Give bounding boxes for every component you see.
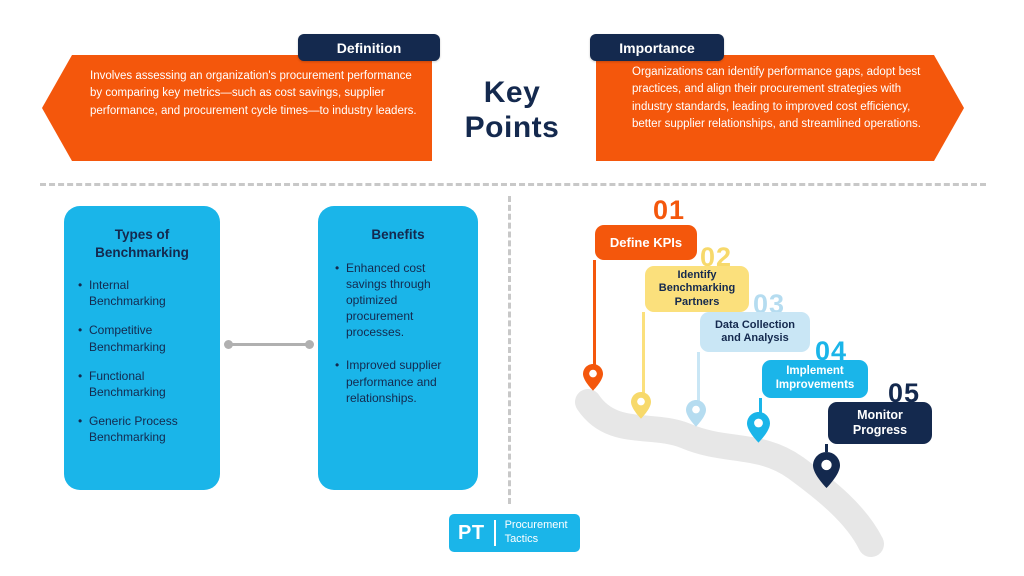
importance-label: Importance bbox=[590, 34, 724, 61]
step-4-stem bbox=[759, 398, 762, 414]
definition-banner: Definition Involves assessing an organiz… bbox=[42, 34, 440, 161]
importance-text: Organizations can identify performance g… bbox=[632, 66, 921, 130]
vertical-dashed-divider bbox=[508, 196, 511, 504]
procurement-tactics-logo: PT Procurement Tactics bbox=[449, 514, 580, 552]
step-4-label: Implement Improvements bbox=[762, 360, 868, 398]
step-2-label: Identify Benchmarking Partners bbox=[645, 266, 749, 312]
list-item: Competitive Benchmarking bbox=[77, 322, 207, 354]
road-path-graphic bbox=[575, 389, 884, 557]
benefits-card-title: Benefits bbox=[371, 227, 425, 242]
importance-banner: Importance Organizations can identify pe… bbox=[590, 34, 964, 161]
list-item: Enhanced cost savings through optimized … bbox=[334, 260, 462, 341]
definition-label: Definition bbox=[298, 34, 440, 61]
list-item: Functional Benchmarking bbox=[77, 368, 207, 400]
definition-banner-arrow-shape bbox=[42, 55, 432, 161]
logo-name-line1: Procurement bbox=[504, 519, 568, 532]
page-title: Key Points bbox=[464, 76, 560, 144]
step-2-stem bbox=[642, 312, 645, 394]
types-of-benchmarking-card: Types of Benchmarking Internal Benchmark… bbox=[64, 206, 220, 490]
types-card-title: Types of Benchmarking bbox=[95, 227, 189, 260]
map-pin-icon bbox=[631, 392, 651, 419]
horizontal-dashed-divider bbox=[40, 183, 986, 186]
list-item: Improved supplier performance and relati… bbox=[334, 357, 462, 406]
step-3-label: Data Collection and Analysis bbox=[700, 312, 810, 352]
types-card-list: Internal Benchmarking Competitive Benchm… bbox=[77, 277, 207, 446]
definition-text: Involves assessing an organization's pro… bbox=[90, 70, 417, 117]
step-1-stem bbox=[593, 260, 596, 366]
benefits-card-list: Enhanced cost savings through optimized … bbox=[334, 260, 462, 407]
step-1-label: Define KPIs bbox=[595, 225, 697, 260]
step-3-stem bbox=[697, 352, 700, 402]
benefits-card: Benefits Enhanced cost savings through o… bbox=[318, 206, 478, 490]
logo-name: Procurement Tactics bbox=[505, 519, 568, 547]
connector-line bbox=[228, 343, 310, 346]
logo-initials: PT bbox=[458, 521, 485, 544]
map-pin-icon bbox=[813, 452, 840, 488]
map-pin-icon bbox=[583, 364, 603, 391]
roadmap-section: 01 Define KPIs 02 Identify Benchmarking … bbox=[510, 190, 1015, 568]
map-pin-icon bbox=[747, 412, 770, 443]
card-connector bbox=[224, 340, 314, 349]
step-5-stem bbox=[825, 444, 828, 452]
logo-separator bbox=[493, 520, 496, 546]
connector-dot bbox=[305, 340, 314, 349]
map-pin-icon bbox=[686, 400, 706, 427]
list-item: Generic Process Benchmarking bbox=[77, 413, 207, 445]
step-5-label: Monitor Progress bbox=[828, 402, 932, 444]
list-item: Internal Benchmarking bbox=[77, 277, 207, 309]
step-1-number: 01 bbox=[653, 195, 686, 225]
logo-name-line2: Tactics bbox=[504, 533, 539, 545]
importance-banner-arrow-shape bbox=[596, 55, 964, 161]
